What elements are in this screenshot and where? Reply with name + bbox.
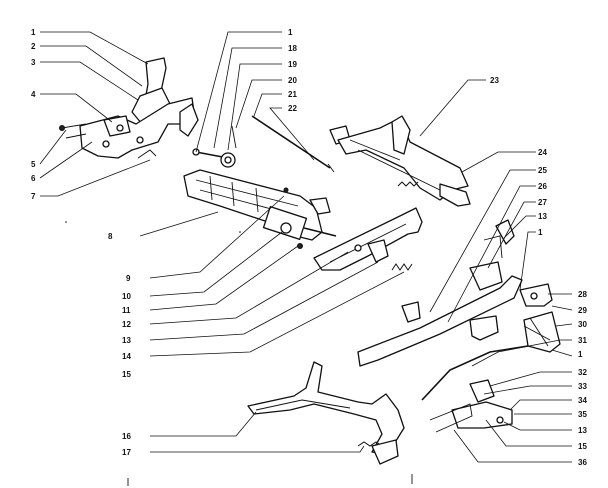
label-1-center: 1 bbox=[288, 28, 293, 37]
label-3: 3 bbox=[31, 58, 36, 67]
long-lever-bar bbox=[357, 219, 523, 367]
middle-plate bbox=[313, 207, 423, 271]
label-25: 25 bbox=[538, 166, 547, 175]
bottom-lever-assembly bbox=[247, 361, 405, 465]
label-6: 6 bbox=[31, 174, 36, 183]
label-31: 31 bbox=[578, 336, 587, 345]
label-30: 30 bbox=[578, 320, 587, 329]
label-1: 1 bbox=[31, 28, 36, 37]
label-13: 13 bbox=[122, 336, 131, 345]
label-9: 9 bbox=[126, 274, 131, 283]
left-bracket-assembly bbox=[59, 57, 199, 159]
label-18: 18 bbox=[288, 44, 297, 53]
label-7: 7 bbox=[31, 192, 36, 201]
label-10: 10 bbox=[122, 292, 131, 301]
right-frame-assembly bbox=[329, 115, 471, 207]
label-28: 28 bbox=[578, 290, 587, 299]
label-4: 4 bbox=[31, 90, 36, 99]
label-11: 11 bbox=[122, 306, 131, 315]
part-labels: 1 2 3 4 5 6 7 8 9 10 11 12 13 14 15 16 1… bbox=[31, 28, 587, 467]
label-1-lower: 1 bbox=[578, 350, 583, 359]
label-32: 32 bbox=[578, 368, 587, 377]
label-27: 27 bbox=[538, 198, 547, 207]
label-29: 29 bbox=[578, 306, 587, 315]
label-1-right: 1 bbox=[538, 228, 543, 237]
label-13-right: 13 bbox=[538, 212, 547, 221]
label-16: 16 bbox=[122, 432, 131, 441]
central-shaft-assembly bbox=[183, 115, 337, 249]
label-36: 36 bbox=[578, 458, 587, 467]
label-24: 24 bbox=[538, 148, 547, 157]
label-33: 33 bbox=[578, 382, 587, 391]
label-12: 12 bbox=[122, 320, 131, 329]
label-15: 15 bbox=[122, 370, 131, 379]
label-20: 20 bbox=[288, 76, 297, 85]
label-2: 2 bbox=[31, 42, 36, 51]
label-35: 35 bbox=[578, 410, 587, 419]
label-21: 21 bbox=[288, 90, 297, 99]
label-8: 8 bbox=[108, 232, 113, 241]
label-19: 19 bbox=[288, 60, 297, 69]
leader-lines bbox=[39, 31, 573, 463]
label-26: 26 bbox=[538, 182, 547, 191]
label-5: 5 bbox=[31, 160, 36, 169]
label-23: 23 bbox=[490, 76, 499, 85]
label-15-right: 15 bbox=[578, 442, 587, 451]
scan-marks bbox=[65, 221, 413, 486]
label-14: 14 bbox=[122, 352, 131, 361]
label-34: 34 bbox=[578, 396, 587, 405]
label-22: 22 bbox=[288, 104, 297, 113]
label-17: 17 bbox=[122, 448, 131, 457]
label-13-lower: 13 bbox=[578, 426, 587, 435]
